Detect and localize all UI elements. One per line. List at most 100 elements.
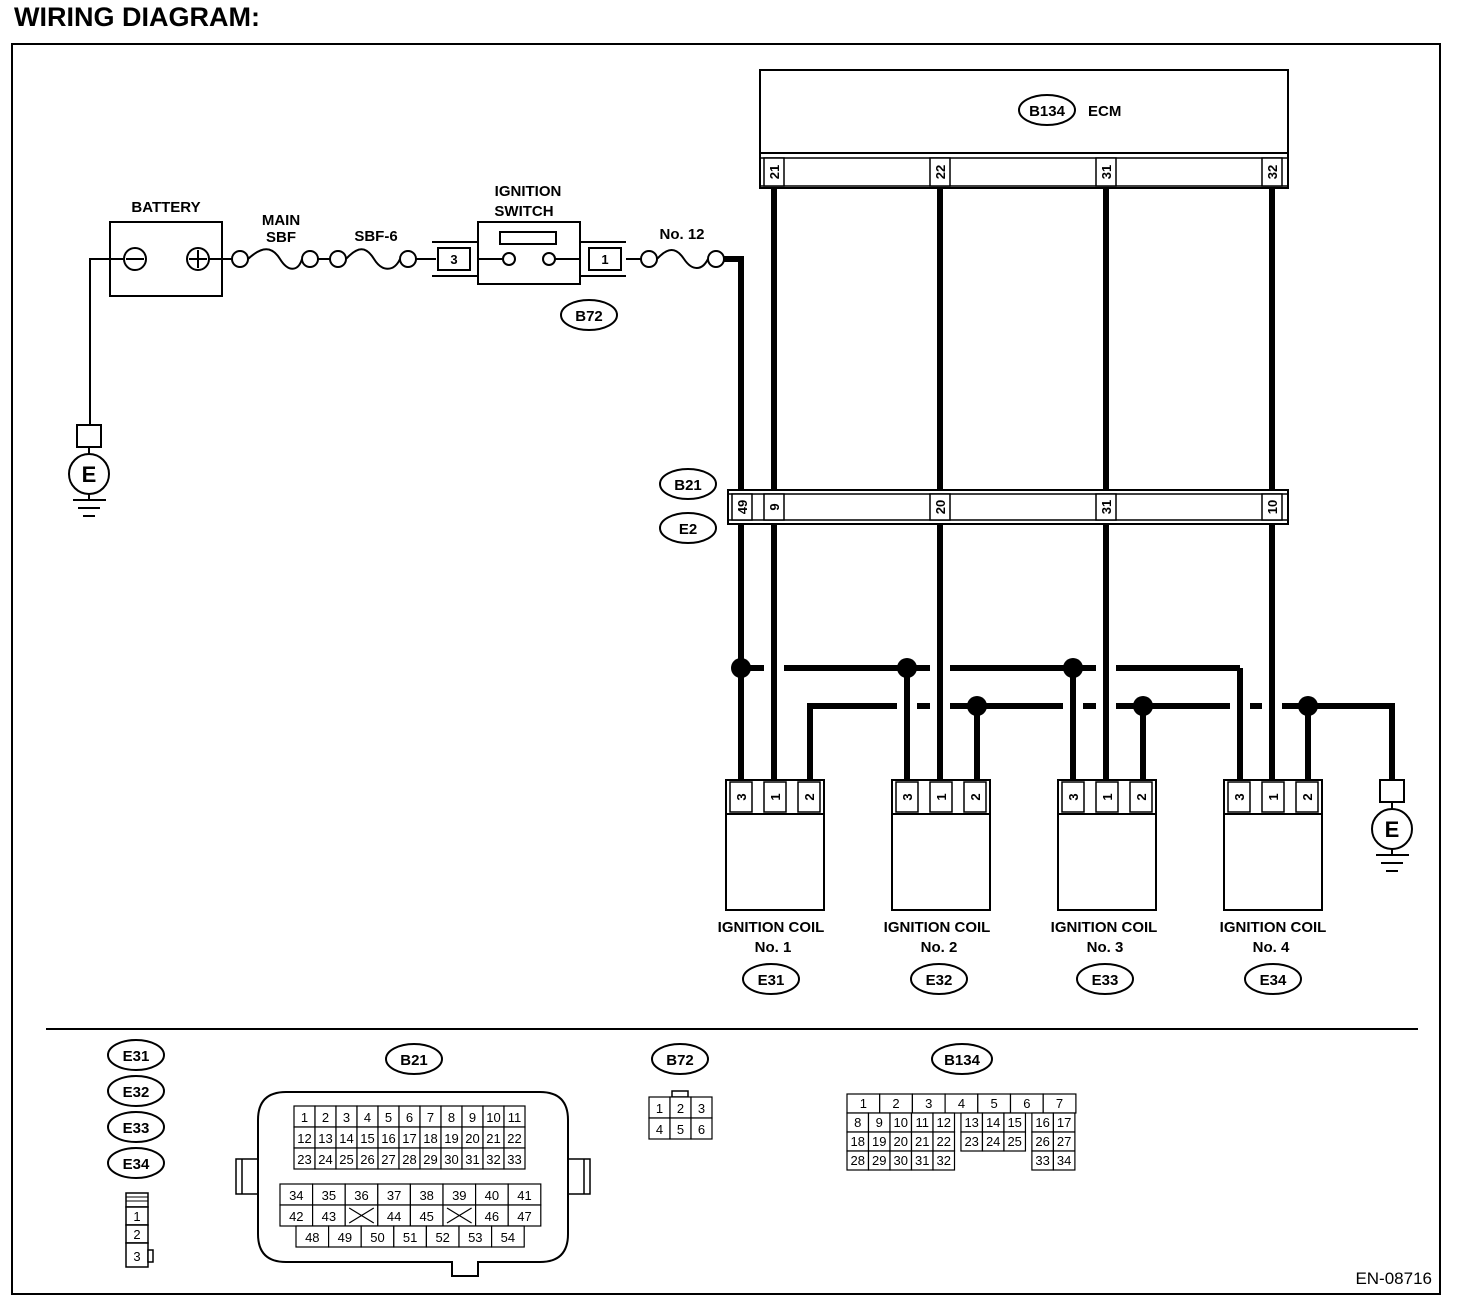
svg-text:1: 1: [768, 793, 783, 800]
b72-pin-cell: 6: [690, 1117, 713, 1140]
b21-pin-cell: 3: [335, 1105, 358, 1128]
b21-pin-cell: 52: [425, 1225, 460, 1248]
svg-text:30: 30: [444, 1152, 458, 1167]
svg-text:3: 3: [450, 252, 457, 267]
svg-text:6: 6: [698, 1122, 705, 1137]
svg-text:41: 41: [517, 1188, 531, 1203]
svg-text:E32: E32: [123, 1084, 150, 1101]
svg-text:5: 5: [677, 1122, 684, 1137]
svg-text:3: 3: [1232, 793, 1247, 800]
svg-text:23: 23: [297, 1152, 311, 1167]
svg-text:21: 21: [486, 1131, 500, 1146]
fuse-no-12: No. 12: [640, 226, 725, 269]
b134-pin-cell: 6: [1009, 1093, 1044, 1114]
svg-text:16: 16: [1035, 1115, 1049, 1130]
svg-text:4: 4: [364, 1110, 371, 1125]
lower-wiring: [738, 524, 1395, 782]
svg-text:SBF: SBF: [266, 229, 296, 246]
svg-text:27: 27: [381, 1152, 395, 1167]
b21-pin-cell: 46: [475, 1204, 509, 1227]
svg-text:32: 32: [937, 1153, 951, 1168]
svg-text:36: 36: [354, 1188, 368, 1203]
b21-pin-cell: 34: [279, 1183, 314, 1206]
b134-pin-cell: 25: [1003, 1131, 1027, 1152]
svg-text:B72: B72: [666, 1052, 694, 1069]
svg-text:9: 9: [876, 1115, 883, 1130]
b134-pin-cell: 13: [960, 1112, 984, 1133]
b21-pin-cell: 22: [503, 1126, 526, 1149]
b21-pin-cell: 8: [440, 1105, 463, 1128]
b21-pin-cell: 15: [356, 1126, 379, 1149]
b21-pin-cell: 32: [482, 1147, 505, 1170]
svg-text:No. 2: No. 2: [921, 939, 958, 956]
b21-pin-cell: 5: [377, 1105, 400, 1128]
svg-text:10: 10: [894, 1115, 908, 1130]
svg-text:23: 23: [964, 1134, 978, 1149]
svg-text:E33: E33: [1092, 972, 1119, 989]
b134-pin-cell: 15: [1003, 1112, 1027, 1133]
svg-text:31: 31: [915, 1153, 929, 1168]
b21-pin-cell: 54: [491, 1225, 525, 1248]
svg-text:IGNITION COIL: IGNITION COIL: [718, 919, 825, 936]
b134-pin-cell: 26: [1031, 1131, 1055, 1152]
svg-text:25: 25: [1007, 1134, 1021, 1149]
ecm-pin-22: 22: [929, 157, 951, 187]
svg-text:7: 7: [1056, 1096, 1063, 1111]
svg-text:14: 14: [986, 1115, 1000, 1130]
svg-text:3: 3: [925, 1096, 932, 1111]
page-title: WIRING DIAGRAM:: [14, 2, 260, 32]
svg-text:37: 37: [387, 1188, 401, 1203]
svg-text:49: 49: [735, 500, 750, 514]
ignition-coil-1: 3 1 2 IGNITION COIL No. 1 E31: [718, 779, 825, 995]
svg-text:B21: B21: [400, 1052, 428, 1069]
svg-text:4: 4: [958, 1096, 965, 1111]
svg-text:E: E: [1385, 817, 1400, 842]
svg-text:42: 42: [289, 1209, 303, 1224]
b21-pin-cell: 17: [398, 1126, 421, 1149]
svg-text:2: 2: [677, 1101, 684, 1116]
b21-pin-cell: 50: [360, 1225, 395, 1248]
b134-pin-cell: 30: [889, 1150, 913, 1171]
b21-pin-cell: 23: [293, 1147, 316, 1170]
svg-text:10: 10: [486, 1110, 500, 1125]
ignition-switch: IGNITION SWITCH 3 1 B72: [432, 183, 626, 331]
b21-pin-cell: [442, 1204, 477, 1227]
b134-pin-cell: 29: [867, 1150, 891, 1171]
svg-text:3: 3: [900, 793, 915, 800]
svg-text:31: 31: [465, 1152, 479, 1167]
joint-pin-9: 9: [763, 493, 785, 521]
b21-pin-cell: 4: [356, 1105, 379, 1128]
svg-text:No. 1: No. 1: [755, 939, 792, 956]
svg-text:7: 7: [427, 1110, 434, 1125]
b21-pin-cell: 14: [335, 1126, 358, 1149]
b134-pin-cell: 27: [1052, 1131, 1076, 1152]
svg-text:17: 17: [402, 1131, 416, 1146]
b21-pin-cell: 16: [377, 1126, 400, 1149]
b21-pin-cell: 10: [482, 1105, 505, 1128]
svg-text:46: 46: [485, 1209, 499, 1224]
svg-text:34: 34: [1057, 1153, 1071, 1168]
svg-text:48: 48: [305, 1230, 319, 1245]
svg-text:11: 11: [508, 1110, 522, 1125]
b21-pin-cell: 30: [440, 1147, 463, 1170]
svg-text:12: 12: [937, 1115, 951, 1130]
svg-text:31: 31: [1099, 165, 1114, 179]
svg-text:22: 22: [507, 1131, 521, 1146]
ecm-signal-wires: [771, 188, 1275, 490]
ecm-connector-badge: B134: [1018, 94, 1076, 126]
svg-text:E2: E2: [679, 521, 697, 538]
svg-text:3: 3: [133, 1249, 140, 1264]
b21-pin-cell: 36: [344, 1183, 379, 1206]
svg-text:No. 3: No. 3: [1087, 939, 1124, 956]
svg-text:14: 14: [339, 1131, 353, 1146]
b134-pin-cell: 21: [910, 1131, 934, 1152]
svg-text:E34: E34: [123, 1156, 150, 1173]
svg-text:26: 26: [1035, 1134, 1049, 1149]
b21-pin-cell: 13: [314, 1126, 337, 1149]
svg-text:53: 53: [468, 1230, 482, 1245]
svg-text:24: 24: [986, 1134, 1000, 1149]
